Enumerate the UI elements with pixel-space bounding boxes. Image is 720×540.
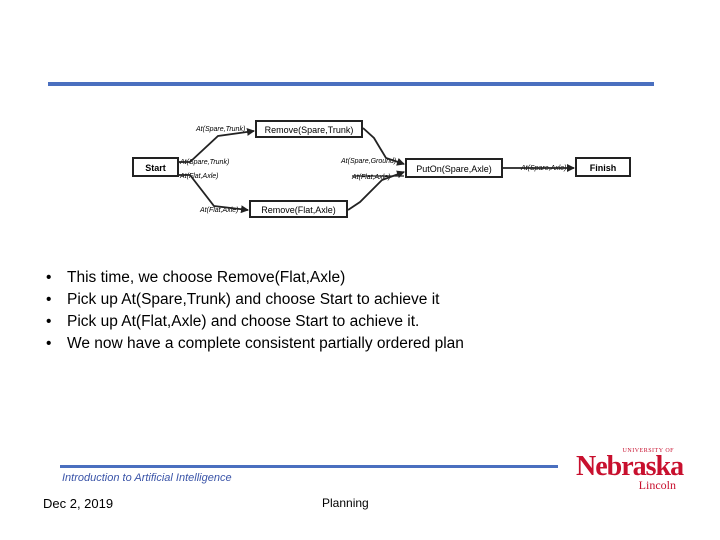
svg-text:Remove(Flat,Axle): Remove(Flat,Axle)	[261, 205, 336, 215]
logo-university-text: UNIVERSITY OF	[622, 448, 674, 454]
puton-precondition-flat: At(Flat,Axle)	[351, 174, 391, 181]
remove-flat-axle-node: Remove(Flat,Axle)	[249, 200, 348, 218]
start-effect-flat-axle: At(Flat,Axle)	[179, 173, 219, 180]
start-node: Start	[132, 157, 179, 177]
bullet-item: • This time, we choose Remove(Flat,Axle)	[46, 267, 464, 289]
slide-date: Dec 2, 2019	[43, 496, 114, 511]
finish-node: Finish	[575, 157, 631, 177]
bullet-glyph: •	[46, 335, 52, 352]
title-divider	[48, 82, 654, 86]
puton-spare-axle-node: PutOn(Spare,Axle)	[405, 158, 503, 178]
slide-topic: Planning	[322, 496, 369, 510]
bullet-text: We now have a complete consistent partia…	[67, 335, 464, 352]
plan-diagram: Start Remove(Spare,Trunk) Remove(Flat,Ax…	[132, 120, 631, 218]
bullet-text: Pick up At(Flat,Axle) and choose Start t…	[67, 313, 420, 330]
link-start-to-remove-flat	[179, 174, 249, 214]
puton-precondition-ground: At(Spare,Ground)	[340, 158, 396, 165]
remove-spare-trunk-node: Remove(Spare,Trunk)	[255, 120, 363, 138]
bullet-item: • We now have a complete consistent parti…	[46, 333, 464, 355]
svg-text:PutOn(Spare,Axle): PutOn(Spare,Axle)	[416, 164, 492, 174]
university-logo: UNIVERSITY OF Nebraska Lincoln	[574, 446, 684, 496]
course-title: Introduction to Artificial Intelligence	[62, 472, 232, 484]
svg-text:Start: Start	[145, 163, 166, 173]
bullet-glyph: •	[46, 313, 52, 330]
svg-text:Finish: Finish	[590, 163, 617, 173]
remove-flat-precondition: At(Flat,Axle)	[199, 207, 239, 214]
bullet-item: • Pick up At(Flat,Axle) and choose Start …	[46, 311, 464, 333]
bullet-text: Pick up At(Spare,Trunk) and choose Start…	[67, 291, 440, 308]
bullet-item: • Pick up At(Spare,Trunk) and choose Star…	[46, 289, 464, 311]
remove-spare-precondition: At(Spare,Trunk)	[195, 126, 245, 133]
link-remove-spare-to-puton	[362, 127, 405, 166]
logo-name-text: Nebraska	[576, 451, 684, 482]
svg-text:Remove(Spare,Trunk): Remove(Spare,Trunk)	[265, 125, 354, 135]
footer-divider	[60, 465, 558, 468]
logo-campus-text: Lincoln	[638, 478, 676, 492]
bullet-text: This time, we choose Remove(Flat,Axle)	[67, 269, 346, 286]
start-effect-spare-trunk: At(Spare,Trunk)	[179, 159, 229, 166]
link-start-to-remove-spare	[179, 128, 255, 163]
bullet-glyph: •	[46, 291, 52, 308]
bullet-list: •This time, we choose Remove(Flat,Axle) …	[46, 267, 464, 355]
bullet-glyph: •	[46, 269, 52, 286]
